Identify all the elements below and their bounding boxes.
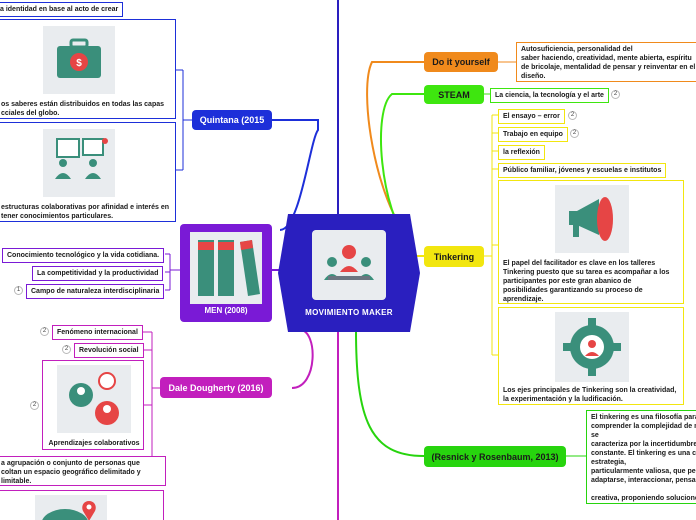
- dougherty-node[interactable]: Dale Dougherty (2016): [160, 377, 272, 398]
- men-item-interdisciplinary-badge: 1: [14, 286, 23, 295]
- men-node[interactable]: MEN (2008): [180, 224, 272, 322]
- steam-item-badge: 2: [611, 90, 620, 99]
- collab-learning-label: Aprendizajes colaborativos: [48, 440, 140, 447]
- center-illustration: [312, 230, 386, 300]
- men-item-technology[interactable]: Conocimiento tecnológico y la vida cotid…: [2, 248, 165, 263]
- center-label: MOVIMIENTO MAKER: [305, 308, 393, 317]
- dougherty-sub-connector: [130, 331, 166, 471]
- dougherty-item-revolution[interactable]: Revolución social: [74, 343, 144, 358]
- quintana-node[interactable]: Quintana (2015: [192, 110, 272, 130]
- men-item-competitiveness[interactable]: La competitividad y la productividad: [32, 266, 164, 281]
- dougherty-connector: [291, 329, 314, 389]
- collab-learning-badge: 2: [30, 401, 39, 410]
- tinkering-node[interactable]: Tinkering: [424, 246, 484, 267]
- men-label: MEN (2008): [204, 306, 248, 315]
- team-icon: [312, 230, 386, 300]
- tinkering-item-teamwork-badge: 2: [570, 129, 579, 138]
- tinkering-item-trial-error[interactable]: El ensayo – error: [498, 109, 565, 124]
- quintana-card-1-text: os saberes están distribuidos en todas l…: [1, 101, 165, 117]
- resnick-node[interactable]: (Resnick y Rosenbaum, 2013): [424, 446, 566, 467]
- dougherty-item-revolution-badge: 2: [62, 345, 71, 354]
- tinkering-item-audience[interactable]: Público familiar, jóvenes y escuelas e i…: [498, 163, 667, 178]
- quintana-card-2-text: estructuras colaborativas por afinidad e…: [1, 204, 170, 220]
- men-sub-connector: [165, 253, 180, 291]
- identity-note[interactable]: a identidad en base al acto de crear: [0, 2, 124, 17]
- resnick-connector: [355, 329, 425, 457]
- dougherty-item-phenomenon-badge: 2: [40, 327, 49, 336]
- tinkering-item-teamwork[interactable]: Trabajo en equipo: [498, 127, 568, 142]
- tinkering-facilitator-text: El papel del facilitador es clave en los…: [503, 260, 670, 303]
- svg-text:$: $: [76, 58, 82, 69]
- diy-node[interactable]: Do it yourself: [424, 52, 498, 72]
- location-pin-icon: [35, 495, 107, 520]
- tinkering-facilitator-card[interactable]: El papel del facilitador es clave en los…: [498, 180, 684, 304]
- quintana-sub-connector: [176, 69, 192, 171]
- community-definition-box[interactable]: a agrupación o conjunto de personas que …: [0, 456, 166, 486]
- quintana-card-1[interactable]: $ os saberes están distribuidos en todas…: [0, 19, 176, 119]
- collab-learning-card[interactable]: Aprendizajes colaborativos: [42, 360, 144, 450]
- steam-node[interactable]: STEAM: [424, 85, 484, 104]
- online-collaboration-icon: [43, 129, 115, 197]
- tinkering-item-trial-error-badge: 2: [568, 111, 577, 120]
- megaphone-icon: [555, 185, 629, 253]
- location-card[interactable]: [0, 490, 164, 520]
- tinkering-axes-text: Los ejes principales de Tinkering son la…: [503, 387, 677, 403]
- men-item-interdisciplinary[interactable]: Campo de naturaleza interdisciplinaria: [26, 284, 165, 299]
- binders-icon: [190, 232, 262, 304]
- quintana-card-2[interactable]: estructuras colaborativas por afinidad e…: [0, 122, 176, 222]
- tinkering-item-reflection[interactable]: la reflexión: [498, 145, 545, 160]
- gear-people-icon: [555, 312, 629, 382]
- tinkering-axes-card[interactable]: Los ejes principales de Tinkering son la…: [498, 307, 684, 405]
- tinkering-sub-connector: [484, 114, 498, 356]
- center-node[interactable]: MOVIMIENTO MAKER: [278, 214, 420, 332]
- steam-item[interactable]: La ciencia, la tecnología y el arte: [490, 88, 609, 103]
- collaboration-people-icon: [57, 365, 131, 433]
- dougherty-item-phenomenon[interactable]: Fenómeno internacional: [52, 325, 143, 340]
- diy-text-box[interactable]: Autosuficiencia, personalidad del saber …: [516, 42, 696, 82]
- money-briefcase-icon: $: [43, 26, 115, 94]
- resnick-text-box[interactable]: El tinkering es una filosofía para compr…: [586, 410, 696, 504]
